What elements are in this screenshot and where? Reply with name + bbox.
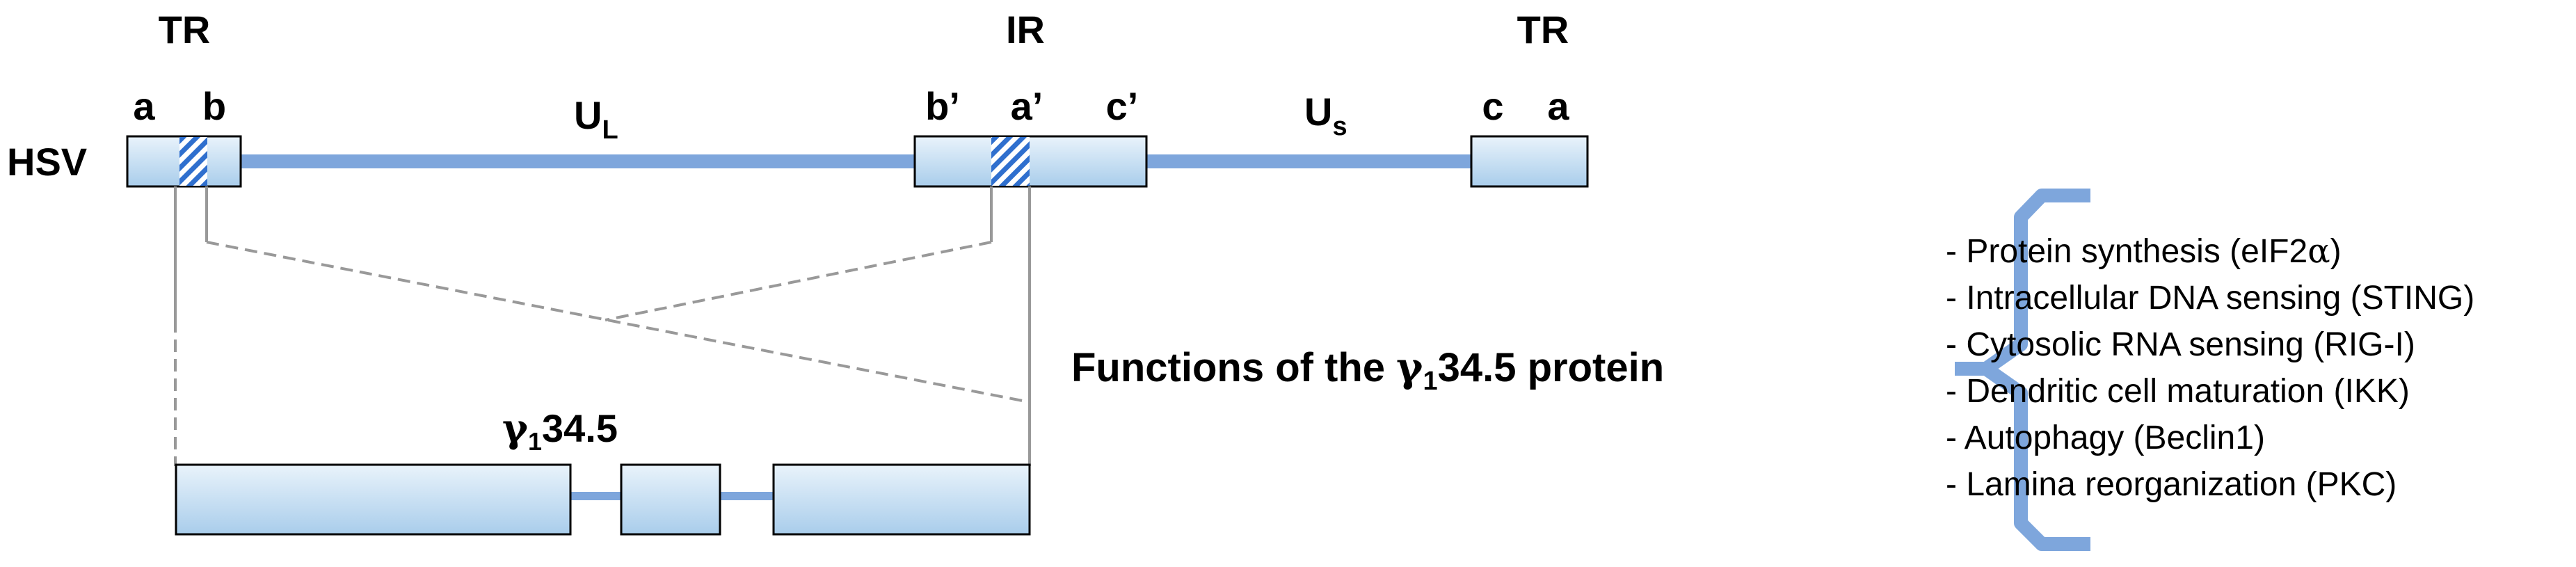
segment-a-prime-label: a’ [1011, 84, 1043, 128]
tr-left-b-hatch [179, 137, 207, 186]
ul-label-main: U [574, 93, 602, 137]
tr-right-label: TR [1517, 8, 1569, 51]
functions-title-sub: 1 [1423, 367, 1437, 396]
us-label-sub: s [1332, 112, 1347, 141]
segment-c-prime-label: c’ [1106, 84, 1139, 128]
hsv-label: HSV [7, 140, 87, 184]
ir-a-prime-hatch [991, 137, 1030, 186]
segment-a-right-label: a [1547, 84, 1569, 128]
gene-exon-2 [620, 463, 721, 536]
function-item-protein-synthesis-text: - Protein synthesis (eIF2 [1946, 233, 2307, 270]
function-item-protein-synthesis: - Protein synthesis (eIF2α) [1946, 232, 2342, 271]
tr-right-box [1470, 135, 1589, 188]
function-item-lamina: - Lamina reorganization (PKC) [1946, 466, 2397, 503]
tr-left-label: TR [159, 8, 211, 51]
segment-c-right-label: c [1482, 84, 1503, 128]
gene-label: γ134.5 [502, 406, 618, 456]
us-label-main: U [1304, 90, 1332, 134]
gene-label-main: 34.5 [542, 406, 618, 450]
functions-title-prefix: Functions of the [1071, 345, 1396, 390]
gene-exon-3 [772, 463, 1031, 536]
ul-label-sub: L [602, 115, 618, 145]
segment-a-left-label: a [133, 84, 155, 128]
function-item-protein-synthesis-tail: ) [2330, 233, 2342, 270]
connector-dashed-b-to-gene-end [206, 241, 1030, 404]
functions-bracket [1955, 189, 2090, 551]
gene-exon-1 [175, 463, 572, 536]
ir-label: IR [1006, 8, 1045, 51]
us-label: Us [1304, 90, 1347, 141]
function-item-dna-sensing: - Intracellular DNA sensing (STING) [1946, 280, 2474, 317]
function-item-rna-sensing: - Cytosolic RNA sensing (RIG-I) [1946, 326, 2415, 363]
gene-label-sub: 1 [528, 427, 542, 456]
connector-dashed-b-prime-to-cross [605, 241, 992, 321]
ir-box [913, 135, 1148, 188]
segment-b-left-label: b [202, 84, 226, 128]
segment-b-prime-label: b’ [925, 84, 960, 128]
functions-title-suffix: 34.5 protein [1438, 345, 1665, 390]
functions-title-greek: γ [1396, 344, 1423, 391]
function-item-protein-synthesis-greek: α [2307, 232, 2330, 271]
gene-label-greek: γ [502, 406, 529, 452]
function-item-dendritic-cell: - Dendritic cell maturation (IKK) [1946, 373, 2410, 410]
function-item-autophagy: - Autophagy (Beclin1) [1946, 420, 2265, 456]
ul-label: UL [574, 93, 618, 145]
functions-title: Functions of the γ134.5 protein [1071, 344, 1664, 396]
